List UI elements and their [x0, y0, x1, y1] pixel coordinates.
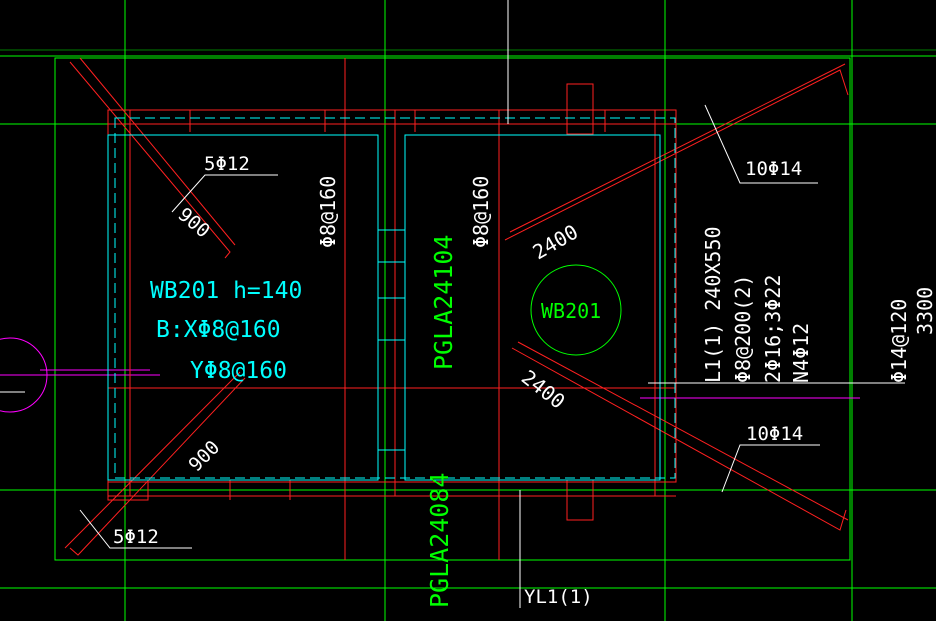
slab-tag-text: WB201 — [541, 299, 601, 323]
beam-stirrup: Φ8@200(2) — [731, 275, 755, 383]
precast-label-bottom: PGLA24084 — [425, 473, 454, 608]
bar-label-10phi14-top: 10Φ14 — [745, 158, 802, 180]
rebar-lines — [64, 57, 849, 560]
length-label-900-bottom: 900 — [184, 436, 224, 476]
beam-title: L1(1) 240X550 — [701, 226, 725, 383]
leader-lines — [79, 0, 905, 608]
beam-waist-bars: N4Φ12 — [789, 323, 813, 383]
distribution-bar-mid: Φ8@160 — [469, 176, 493, 248]
length-label-2400-bottom: 2400 — [517, 365, 570, 414]
slab-edges — [107, 117, 676, 481]
slab-tag-circle — [530, 264, 622, 356]
length-label-2400-top: 2400 — [529, 219, 583, 264]
slab-y-rebar-label: YΦ8@160 — [190, 358, 287, 384]
bar-label-5phi12-top: 5Φ12 — [204, 153, 250, 175]
column-tag-label: YL1(1) — [524, 586, 593, 608]
slab-x-rebar-label: B:XΦ8@160 — [156, 317, 281, 343]
slab-name-label: WB201 h=140 — [150, 278, 302, 304]
slab-outline — [54, 57, 851, 561]
dimension-3300: 3300 — [913, 287, 936, 335]
annotation-text: 5Φ12 5Φ12 900 900 WB201 h=140 B:XΦ8@160 … — [113, 153, 936, 608]
beam-extra-bars: Φ14@120 — [887, 299, 911, 383]
distribution-bar-left: Φ8@160 — [316, 176, 340, 248]
beam-main-bars: 2Φ16;3Φ22 — [761, 275, 785, 383]
precast-label-top: PGLA24104 — [429, 235, 458, 370]
bar-label-10phi14-bottom: 10Φ14 — [746, 423, 803, 445]
length-label-900-top: 900 — [174, 204, 214, 243]
bar-label-5phi12-bottom: 5Φ12 — [113, 526, 159, 548]
left-column-marker — [0, 337, 860, 413]
